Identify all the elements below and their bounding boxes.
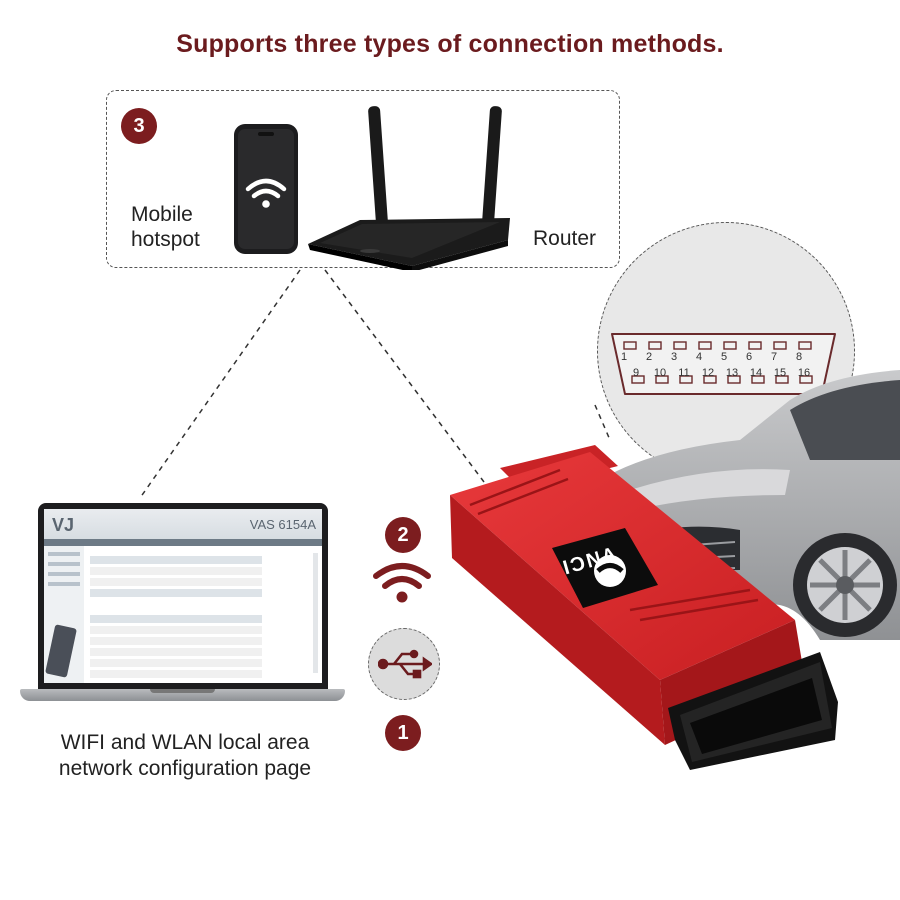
laptop-icon: VJ VAS 6154A xyxy=(38,503,328,689)
vas-header: VJ VAS 6154A xyxy=(44,509,322,539)
vas-config-form xyxy=(90,553,262,683)
pin-label: 4 xyxy=(695,351,703,363)
pin-label: 11 xyxy=(678,367,690,379)
smartphone-icon xyxy=(234,124,298,254)
vw-logo-icon: VJ xyxy=(52,515,75,535)
hotspot-router-box xyxy=(106,90,620,268)
pin-label: 14 xyxy=(749,367,763,379)
router-icon xyxy=(308,106,510,270)
pin-label: 10 xyxy=(653,367,667,379)
vas-screen-title: VAS 6154A xyxy=(249,517,316,532)
pin-label: 2 xyxy=(645,351,653,363)
wifi-icon xyxy=(373,563,431,603)
mobile-label-line2: hotspot xyxy=(131,228,200,251)
vas-tab-bar xyxy=(44,539,322,546)
pin-label: 7 xyxy=(770,351,778,363)
mobile-label-line1: Mobile xyxy=(131,203,193,226)
obd-pins-top-row: 1 2 3 4 5 6 7 8 xyxy=(614,351,809,363)
pin-label: 8 xyxy=(795,351,803,363)
laptop-caption: WIFI and WLAN local area network configu… xyxy=(20,730,350,782)
pin-label: 15 xyxy=(773,367,787,379)
method-badge-3: 3 xyxy=(121,108,157,144)
laptop-screen: VJ VAS 6154A xyxy=(44,509,322,683)
usb-icon xyxy=(378,649,432,679)
adapter-thumbnail-icon xyxy=(45,624,77,678)
method-badge-2: 2 xyxy=(385,517,421,553)
caption-line1: WIFI and WLAN local area xyxy=(60,731,310,754)
vnci-device-image xyxy=(450,445,838,770)
mobile-hotspot-label: Mobile hotspot xyxy=(131,202,200,252)
pin-label: 9 xyxy=(632,367,640,379)
pin-label: 6 xyxy=(745,351,753,363)
caption-line2: network configuration page xyxy=(58,757,312,780)
vas-sidebar xyxy=(44,546,84,683)
pin-label: 3 xyxy=(670,351,678,363)
vas-scrollbar[interactable] xyxy=(313,553,318,673)
pin-label: 12 xyxy=(701,367,715,379)
router-label: Router xyxy=(533,227,597,250)
pin-label: 1 xyxy=(620,351,628,363)
laptop-base xyxy=(20,689,345,701)
pin-label: 5 xyxy=(720,351,728,363)
method-badge-1: 1 xyxy=(385,715,421,751)
obd-pins-bottom-row: 9 10 11 12 13 14 15 16 xyxy=(626,367,814,379)
page-headline: Supports three types of connection metho… xyxy=(176,30,724,58)
pin-label: 13 xyxy=(725,367,739,379)
obd-connector-outline xyxy=(611,333,836,395)
laptop-notch xyxy=(150,689,215,693)
pin-label: 16 xyxy=(797,367,811,379)
